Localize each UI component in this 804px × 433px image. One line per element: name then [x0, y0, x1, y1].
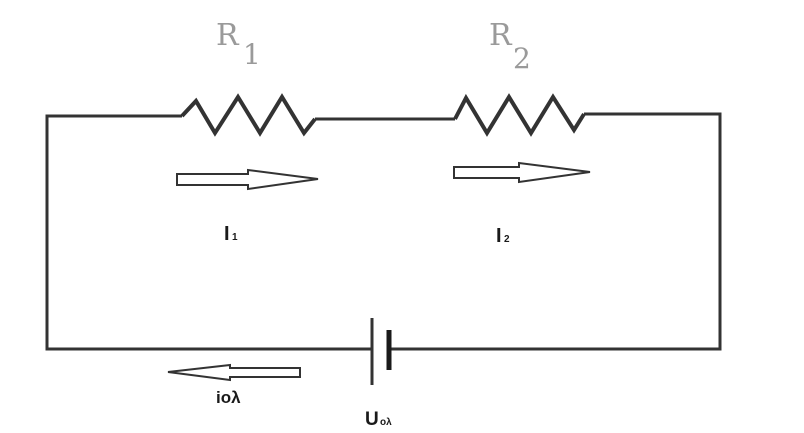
- r2-label-subscript: 2: [513, 42, 531, 75]
- i2-label-subscript: 2: [504, 234, 510, 245]
- i1-label-subscript: 1: [232, 232, 238, 243]
- i1-label-letter: I: [224, 223, 230, 245]
- r2-label-letter: R: [489, 18, 513, 53]
- wire-right: [390, 112, 722, 351]
- wire-left: [45, 114, 372, 351]
- resistor-r1-symbol: [180, 93, 317, 137]
- battery-symbol: [370, 318, 392, 385]
- current-arrow-i1: [176, 168, 319, 191]
- total-current-label: ioλ: [216, 388, 241, 407]
- resistor-r2-symbol: [453, 93, 586, 137]
- r1-label-subscript: 1: [243, 38, 261, 71]
- i2-label-letter: I: [496, 225, 502, 247]
- total-current-arrow: [167, 363, 301, 382]
- current-arrow-i2: [453, 161, 591, 184]
- r1-label-letter: R: [216, 18, 240, 53]
- voltage-label-subscript: ολ: [380, 417, 392, 428]
- voltage-label-letter: U: [365, 409, 379, 430]
- circuit-wires: [45, 112, 722, 351]
